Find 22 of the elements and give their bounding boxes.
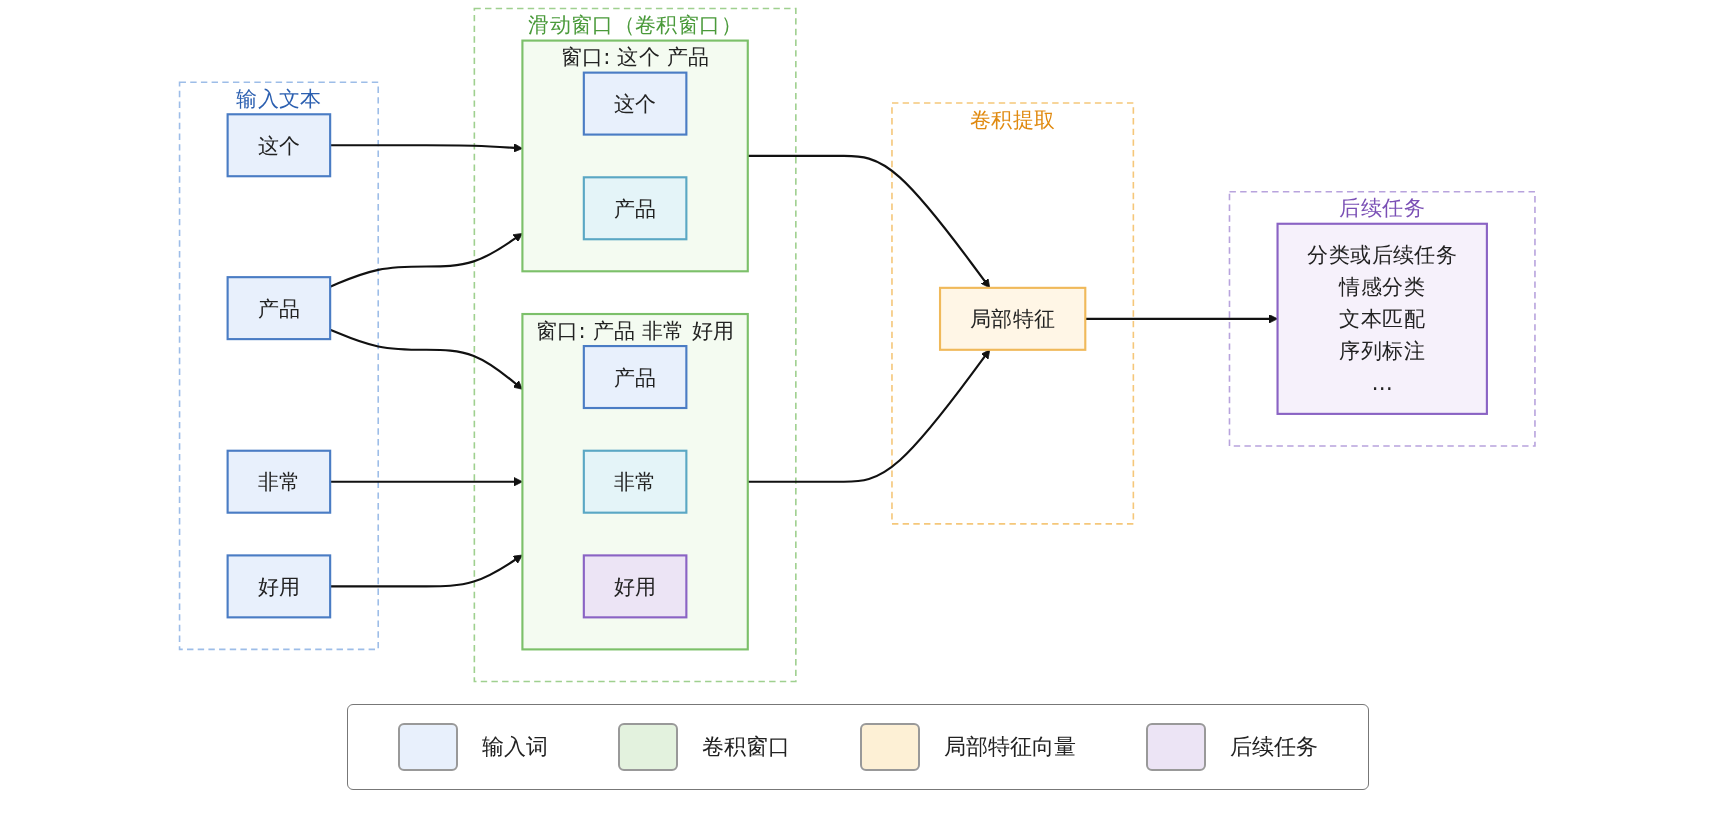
group-title: 滑动窗口（卷积窗口） [528,11,743,38]
word-box: 产品 [226,276,332,341]
word-box: 这个 [583,71,688,136]
word-box: 产品 [583,176,688,241]
word-box: 好用 [226,554,332,619]
word-box: 这个 [226,113,332,178]
word-box: 分类或后续任务 情感分类 文本匹配 序列标注 … [1276,222,1489,415]
word-box: 局部特征 [939,286,1087,351]
legend-label: 后续任务 [1229,733,1318,761]
legend-label: 输入词 [481,733,548,761]
group-title: 输入文本 [236,85,322,112]
word-box: 非常 [583,449,688,514]
legend-label: 卷积窗口 [701,733,790,761]
group-title: 卷积提取 [970,106,1056,132]
legend-label: 局部特征向量 [943,733,1076,761]
group-title: 后续任务 [1339,194,1426,221]
group-title: 窗口: 这个 产品 [560,43,710,70]
word-box: 好用 [583,554,688,619]
group-title: 窗口: 产品 非常 好用 [536,317,735,343]
word-box: 非常 [226,449,332,514]
arrow [748,349,991,483]
word-box: 产品 [583,345,688,410]
